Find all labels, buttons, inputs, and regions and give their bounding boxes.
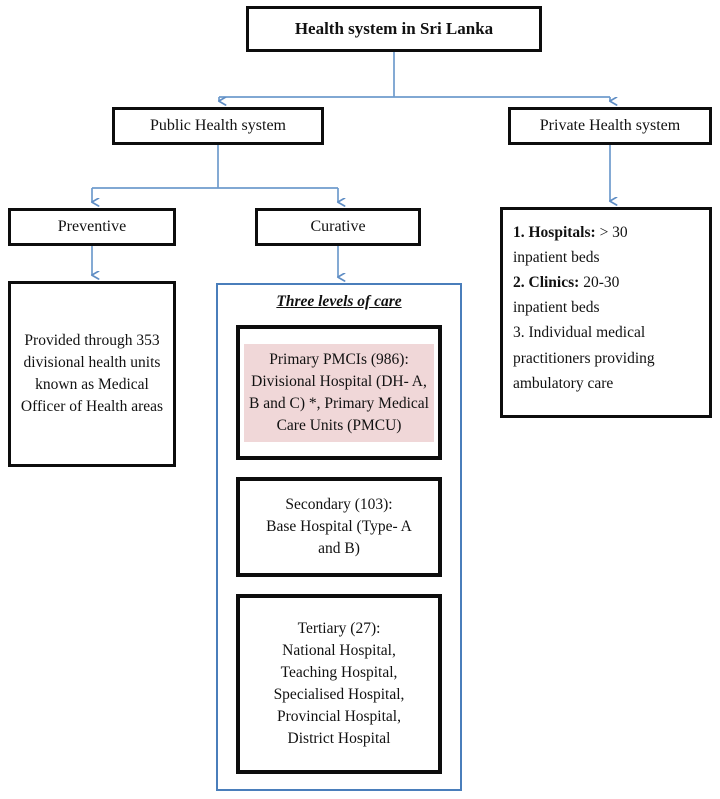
node-private-health-detail: 1. Hospitals: > 30 inpatient beds 2. Clini…: [500, 207, 712, 418]
node-private-health-detail-body: 1. Hospitals: > 30 inpatient beds 2. Clini…: [503, 220, 709, 396]
node-public-health-system-label: Public Health system: [150, 116, 286, 134]
node-tertiary-care-level: Tertiary (27): National Hospital, Teachi…: [236, 594, 442, 774]
node-secondary-care-label: Secondary (103): Base Hospital (Type- A …: [266, 496, 412, 557]
node-tertiary-care-label: Tertiary (27): National Hospital, Teachi…: [273, 620, 405, 747]
node-health-system-sri-lanka: Health system in Sri Lanka: [246, 6, 542, 52]
node-curative-label: Curative: [310, 217, 366, 235]
node-primary-care-level: Primary PMCIs (986): Divisional Hospital…: [236, 325, 442, 460]
private-detail-line2: inpatient beds: [513, 249, 600, 267]
node-preventive-detail-label: Provided through 353 divisional health u…: [20, 332, 164, 415]
node-root-label: Health system in Sri Lanka: [294, 18, 494, 38]
three-levels-of-care-heading: Three levels of care: [276, 293, 402, 310]
private-detail-line6: practitioners providing: [513, 349, 655, 367]
private-detail-line4: inpatient beds: [513, 299, 600, 317]
node-secondary-care-level: Secondary (103): Base Hospital (Type- A …: [236, 477, 442, 577]
node-preventive-detail: Provided through 353 divisional health u…: [8, 281, 176, 467]
private-detail-line3-term: 2. Clinics:: [513, 274, 580, 292]
private-detail-line5: 3. Individual medical: [513, 324, 646, 342]
node-public-health-system: Public Health system: [112, 107, 324, 145]
node-curative: Curative: [255, 208, 421, 246]
node-preventive: Preventive: [8, 208, 176, 246]
private-detail-line7: ambulatory care: [513, 374, 614, 392]
node-private-health-system-label: Private Health system: [539, 116, 681, 134]
node-private-health-system: Private Health system: [508, 107, 712, 145]
private-detail-line3-rest: 20-30: [579, 274, 620, 292]
node-preventive-label: Preventive: [57, 217, 127, 235]
node-primary-care-label: Primary PMCIs (986): Divisional Hospital…: [244, 343, 434, 442]
private-detail-line1-term: 1. Hospitals:: [513, 224, 596, 241]
private-detail-line1-rest: > 30: [595, 224, 628, 241]
